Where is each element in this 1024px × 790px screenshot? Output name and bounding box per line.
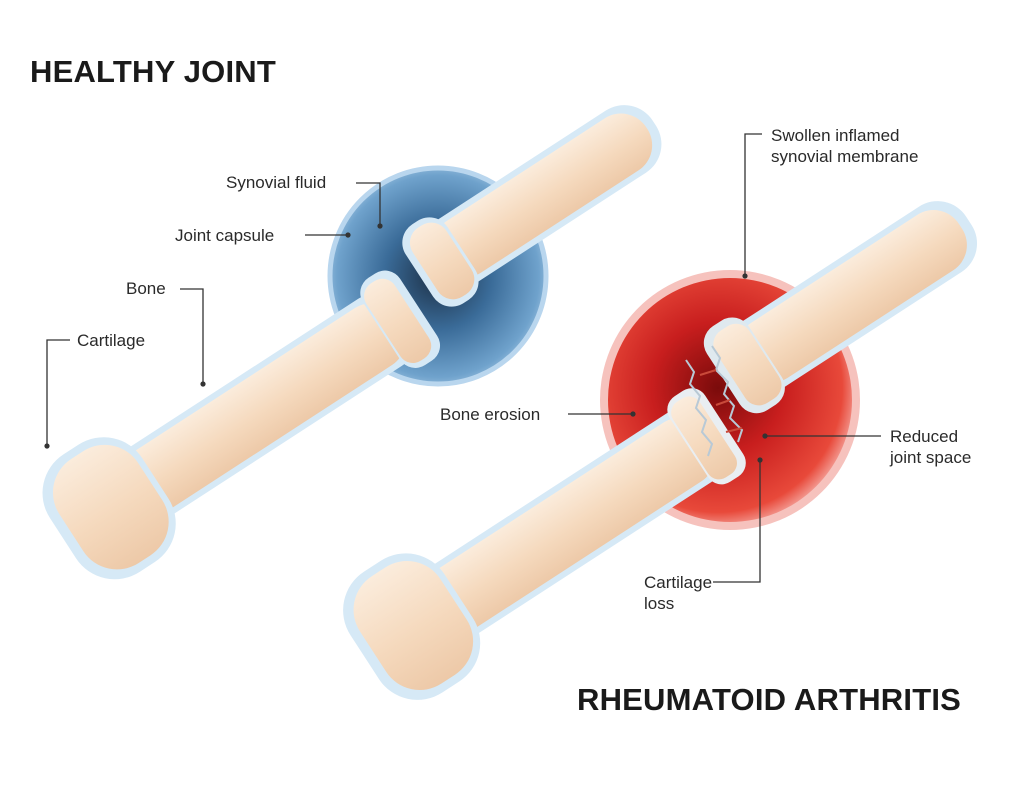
healthy-lower-bone xyxy=(42,270,441,580)
leader-lines xyxy=(44,133,881,583)
healthy-upper-bone xyxy=(402,105,662,307)
ra-joint xyxy=(343,201,978,700)
label-reduced-joint-space-line2: joint space xyxy=(890,448,972,467)
label-reduced-joint-space-line1: Reduced xyxy=(890,427,959,446)
ra-lower-bone xyxy=(343,388,746,700)
rheumatoid-arthritis-title: RHEUMATOID ARTHRITIS xyxy=(577,682,962,717)
ra-upper-bone xyxy=(703,201,978,414)
label-swollen-membrane: Swollen inflamed synovial membrane xyxy=(771,125,918,167)
healthy-joint-title: HEALTHY JOINT xyxy=(30,54,277,89)
label-reduced-joint-space: Reduced joint space xyxy=(890,426,971,468)
label-swollen-membrane-line2: synovial membrane xyxy=(771,147,919,166)
label-cartilage: Cartilage xyxy=(77,331,146,350)
label-joint-capsule: Joint capsule xyxy=(175,226,275,245)
label-cartilage-loss-line2: loss xyxy=(644,594,675,613)
ra-eroded-joint-space xyxy=(685,345,744,457)
label-cartilage-loss-line1: Cartilage xyxy=(644,573,713,592)
label-bone: Bone xyxy=(126,279,166,298)
label-bone-erosion: Bone erosion xyxy=(440,405,541,424)
healthy-joint xyxy=(42,105,662,580)
label-swollen-membrane-line1: Swollen inflamed xyxy=(771,126,900,145)
label-cartilage-loss: Cartilage loss xyxy=(644,572,712,614)
label-synovial-fluid: Synovial fluid xyxy=(226,173,327,192)
